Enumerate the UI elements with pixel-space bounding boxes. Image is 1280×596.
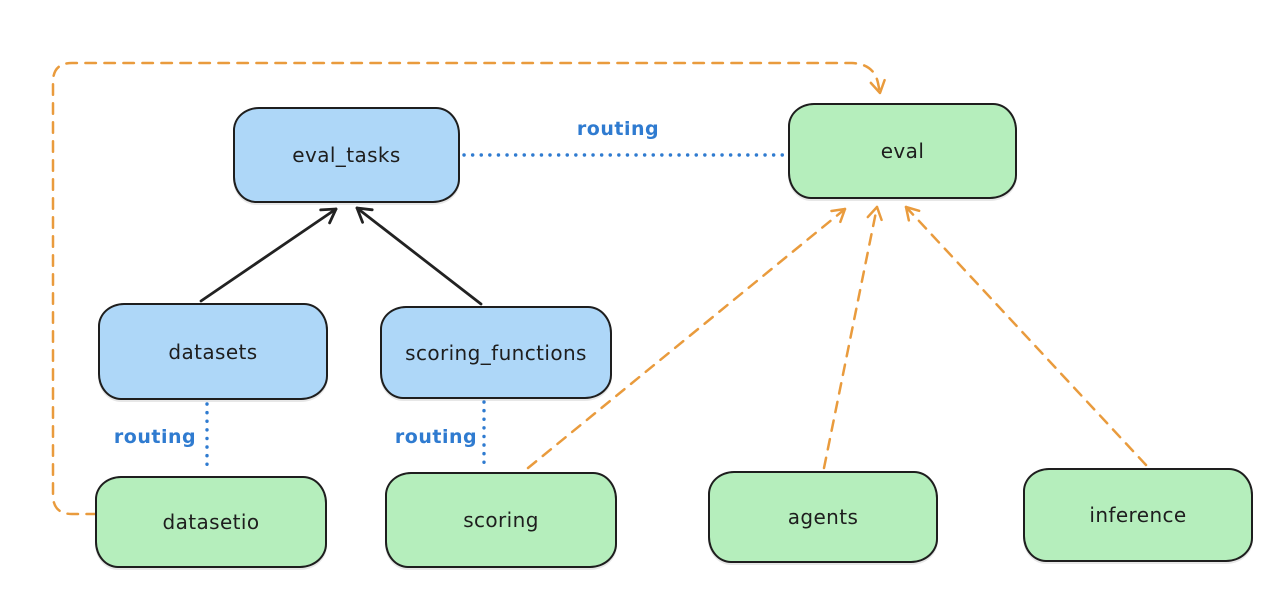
edge-scoring-to-eval xyxy=(526,207,847,470)
node-agents-label: agents xyxy=(787,505,859,529)
routing-label-top: routing xyxy=(576,118,660,140)
node-agents: agents xyxy=(708,471,938,563)
node-datasets: datasets xyxy=(98,303,328,400)
node-eval-tasks: eval_tasks xyxy=(233,107,460,203)
node-eval-label: eval xyxy=(880,139,925,163)
node-scoring-functions: scoring_functions xyxy=(380,306,612,399)
node-inference-label: inference xyxy=(1089,503,1187,527)
edge-inference-to-eval xyxy=(904,205,1148,467)
node-scoring-functions-label: scoring_functions xyxy=(405,340,587,365)
routing-label-datasets: routing xyxy=(113,426,197,448)
routing-label-scoring: routing xyxy=(394,426,478,448)
node-scoring: scoring xyxy=(385,472,617,568)
edge-agents-to-eval xyxy=(822,205,883,470)
node-inference: inference xyxy=(1023,468,1253,562)
node-datasetio-label: datasetio xyxy=(162,510,260,534)
node-datasets-label: datasets xyxy=(168,339,258,364)
node-eval: eval xyxy=(788,103,1017,199)
node-datasetio: datasetio xyxy=(95,476,327,568)
edge-datasets-to-eval-tasks xyxy=(199,207,338,303)
edge-scoring-functions-to-eval-tasks xyxy=(355,206,483,306)
node-scoring-label: scoring xyxy=(463,508,539,532)
node-eval-tasks-label: eval_tasks xyxy=(292,143,401,167)
edge-datasetio-to-eval xyxy=(51,61,886,516)
